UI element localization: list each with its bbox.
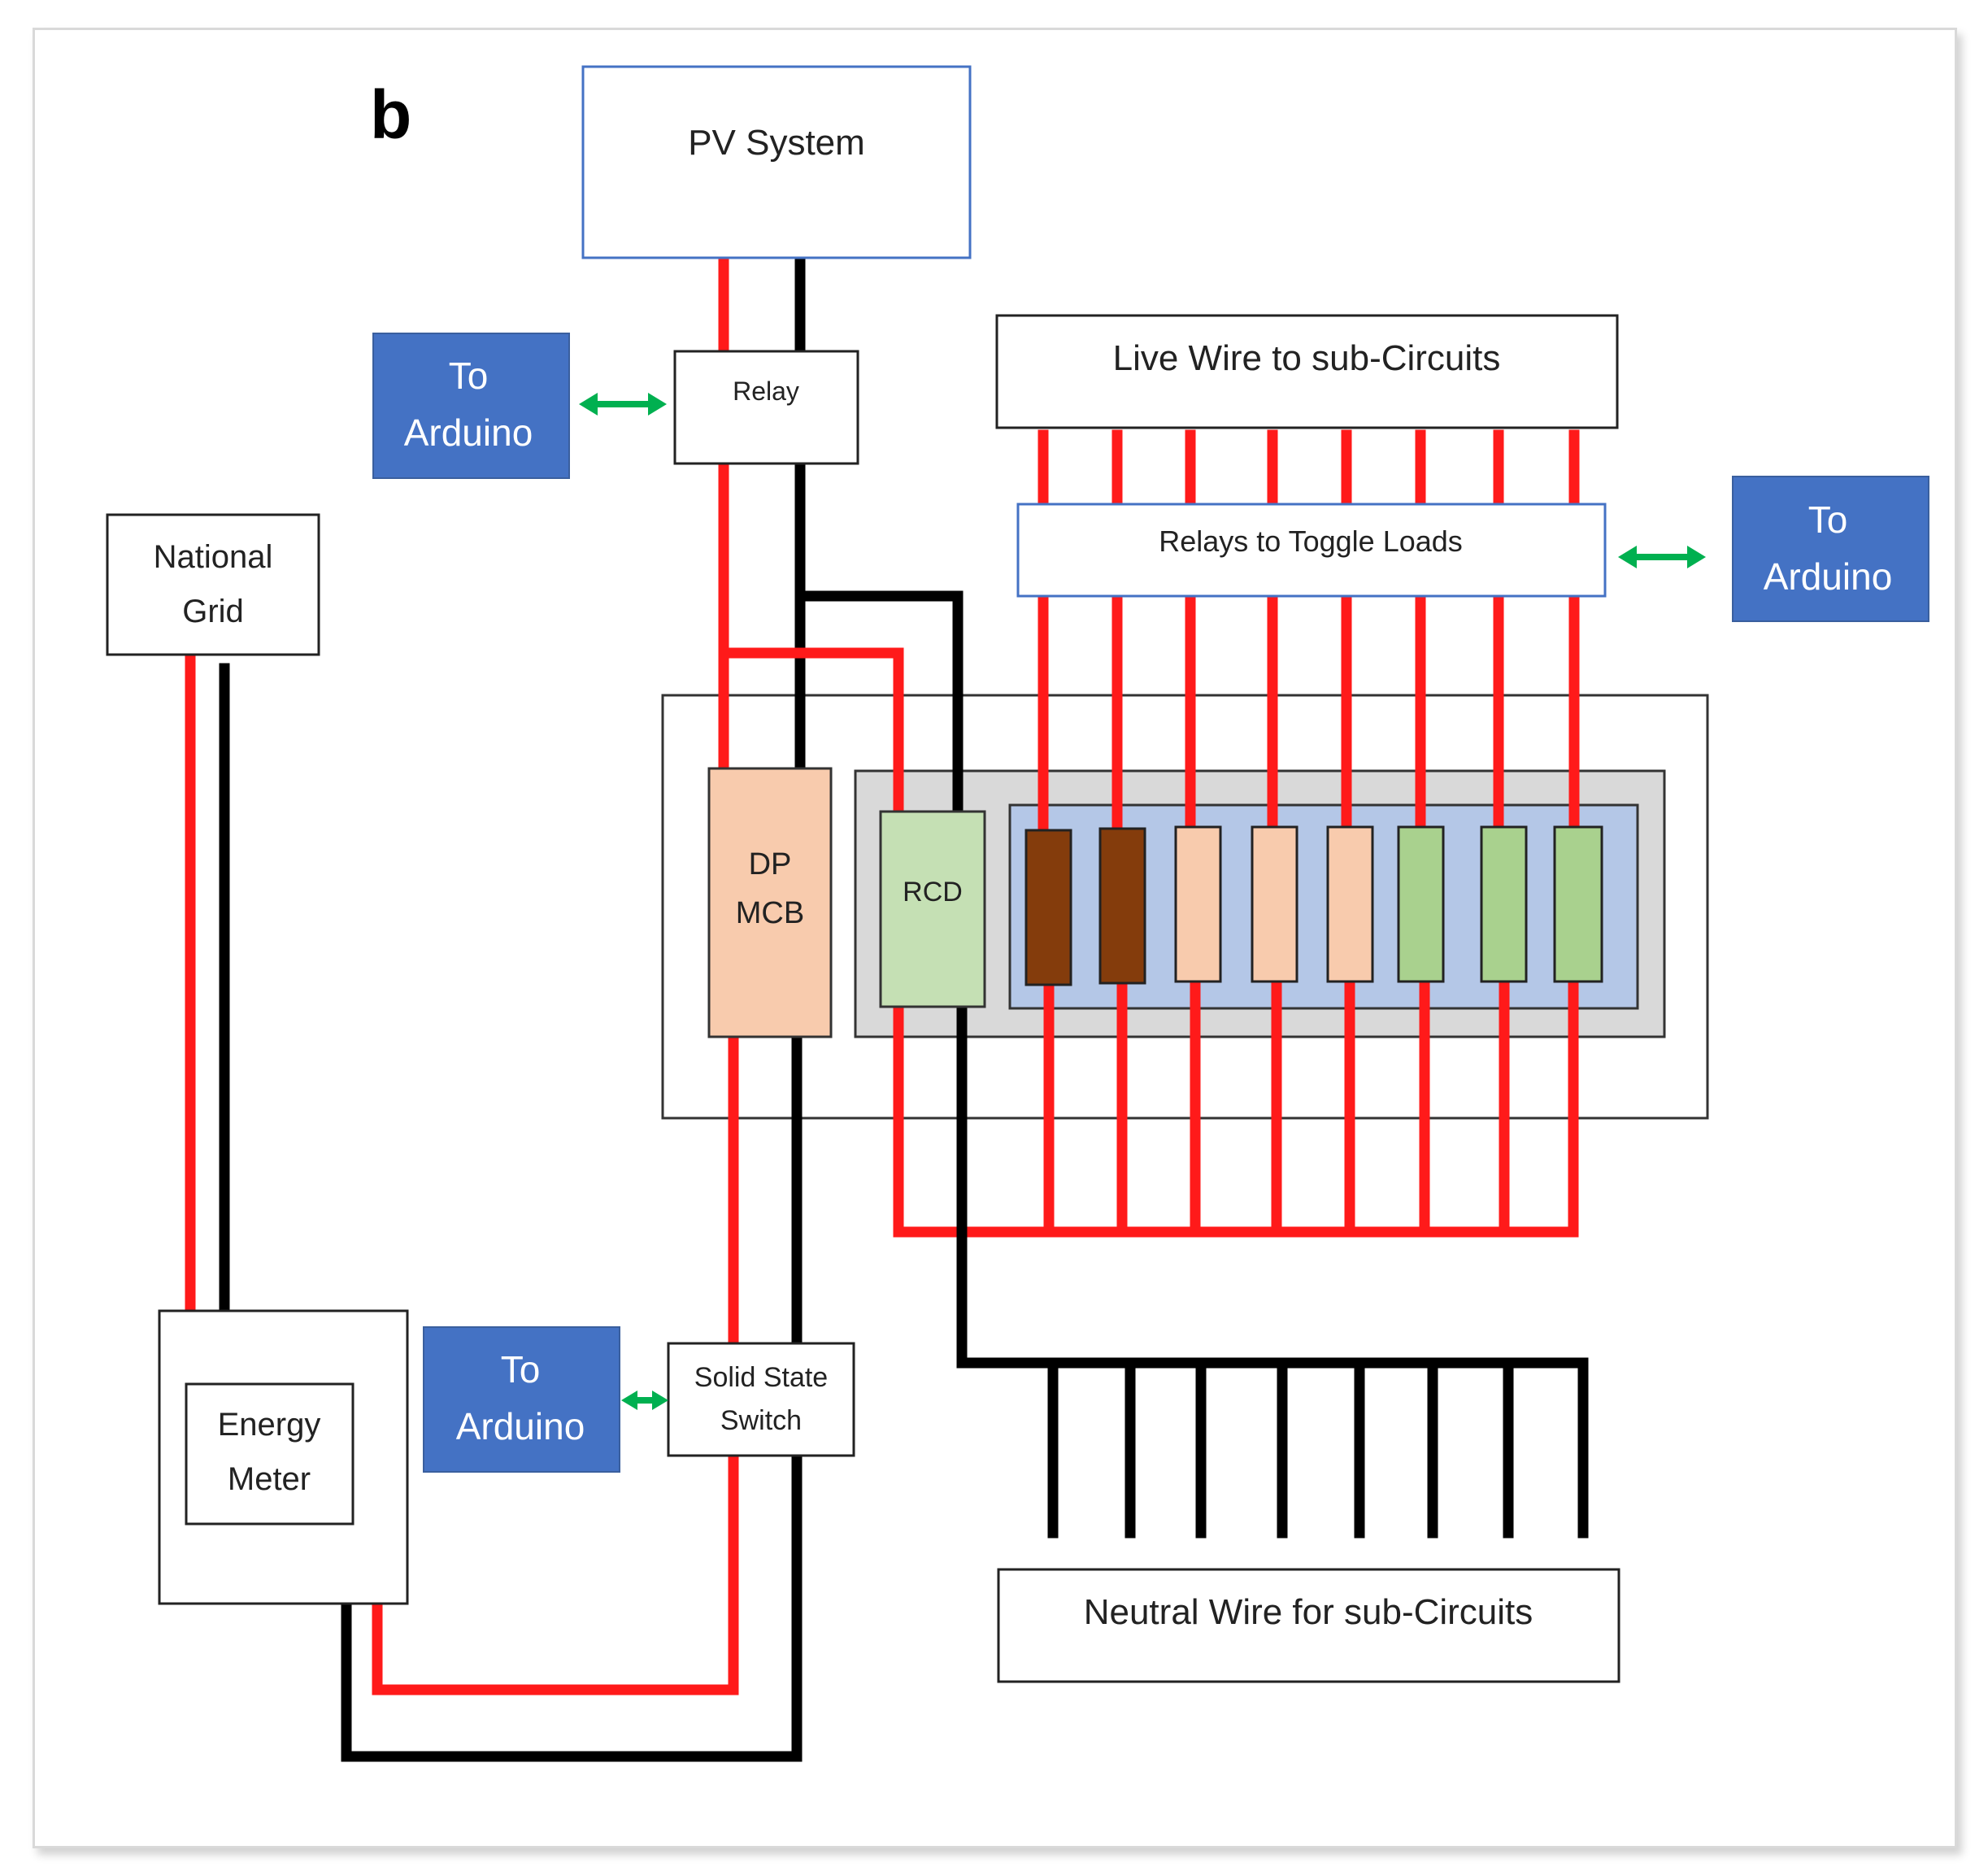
breaker-8 (1553, 825, 1603, 983)
rcd-label: RCD (903, 877, 963, 908)
relays-toggle-box (1016, 503, 1607, 598)
breaker-to-bus-wires (1043, 978, 1579, 1238)
to-arduino-1-line1: To (449, 355, 489, 397)
rcd-live-feed (718, 647, 904, 835)
relays-toggle-label: Relays to Toggle Loads (1159, 524, 1463, 558)
solid-state-switch-label-1: Solid State (694, 1362, 828, 1393)
rcd-neutral-out (956, 990, 1579, 1369)
circuit-breakers (1024, 825, 1603, 986)
double-arrow-relay (579, 393, 667, 416)
energy-meter-label-1: Energy (218, 1407, 321, 1443)
to-arduino-2-line1: To (1808, 498, 1848, 541)
breaker-2 (1098, 827, 1146, 985)
neutral-wire-box (997, 1568, 1620, 1683)
relay-to-breaker-wires (1038, 590, 1580, 835)
rcd-neutral-feed (794, 590, 964, 835)
relay-label: Relay (733, 377, 799, 406)
to-arduino-box-1: To Arduino (372, 333, 570, 479)
breaker-4 (1251, 825, 1299, 983)
energy-meter-label-2: Meter (228, 1461, 311, 1497)
to-arduino-3-line1: To (501, 1348, 541, 1391)
rcd-box (879, 810, 986, 1008)
neutral-wire-label: Neutral Wire for sub-Circuits (1084, 1592, 1533, 1632)
live-wire-drops (1038, 429, 1580, 510)
panel-letter: b (370, 76, 411, 153)
pv-system-box (581, 65, 972, 259)
live-wire-label: Live Wire to sub-Circuits (1113, 338, 1501, 378)
neutral-bus-drops (1047, 1357, 1589, 1539)
to-arduino-2-line2: Arduino (1764, 555, 1893, 598)
meter-neutral-wire (341, 1446, 803, 1762)
to-arduino-1-line2: Arduino (404, 411, 533, 454)
energy-meter-box (185, 1382, 355, 1526)
breaker-1 (1024, 829, 1072, 986)
dp-mcb-label-1: DP (749, 847, 792, 881)
dp-mcb-label-2: MCB (736, 896, 804, 930)
national-grid-label-1: National (154, 539, 273, 575)
national-grid-box (106, 513, 320, 656)
double-arrow-relays-toggle (1618, 546, 1706, 568)
solid-state-switch-box (667, 1342, 855, 1457)
to-arduino-box-2: To Arduino (1732, 476, 1929, 622)
meter-live-wire (372, 1446, 739, 1695)
dp-mcb-box (707, 767, 833, 1038)
relay-box (673, 350, 859, 465)
double-arrow-solid-state (621, 1391, 668, 1410)
national-grid-label-2: Grid (182, 594, 244, 629)
to-arduino-3-line2: Arduino (456, 1405, 585, 1447)
solid-state-switch-label-2: Switch (720, 1405, 802, 1436)
live-wire-box (995, 314, 1619, 429)
breaker-3 (1174, 825, 1222, 983)
breaker-6 (1397, 825, 1445, 983)
breaker-7 (1480, 825, 1528, 983)
breaker-5 (1326, 825, 1374, 983)
to-arduino-box-3: To Arduino (423, 1326, 620, 1473)
pv-system-label: PV System (688, 123, 865, 163)
